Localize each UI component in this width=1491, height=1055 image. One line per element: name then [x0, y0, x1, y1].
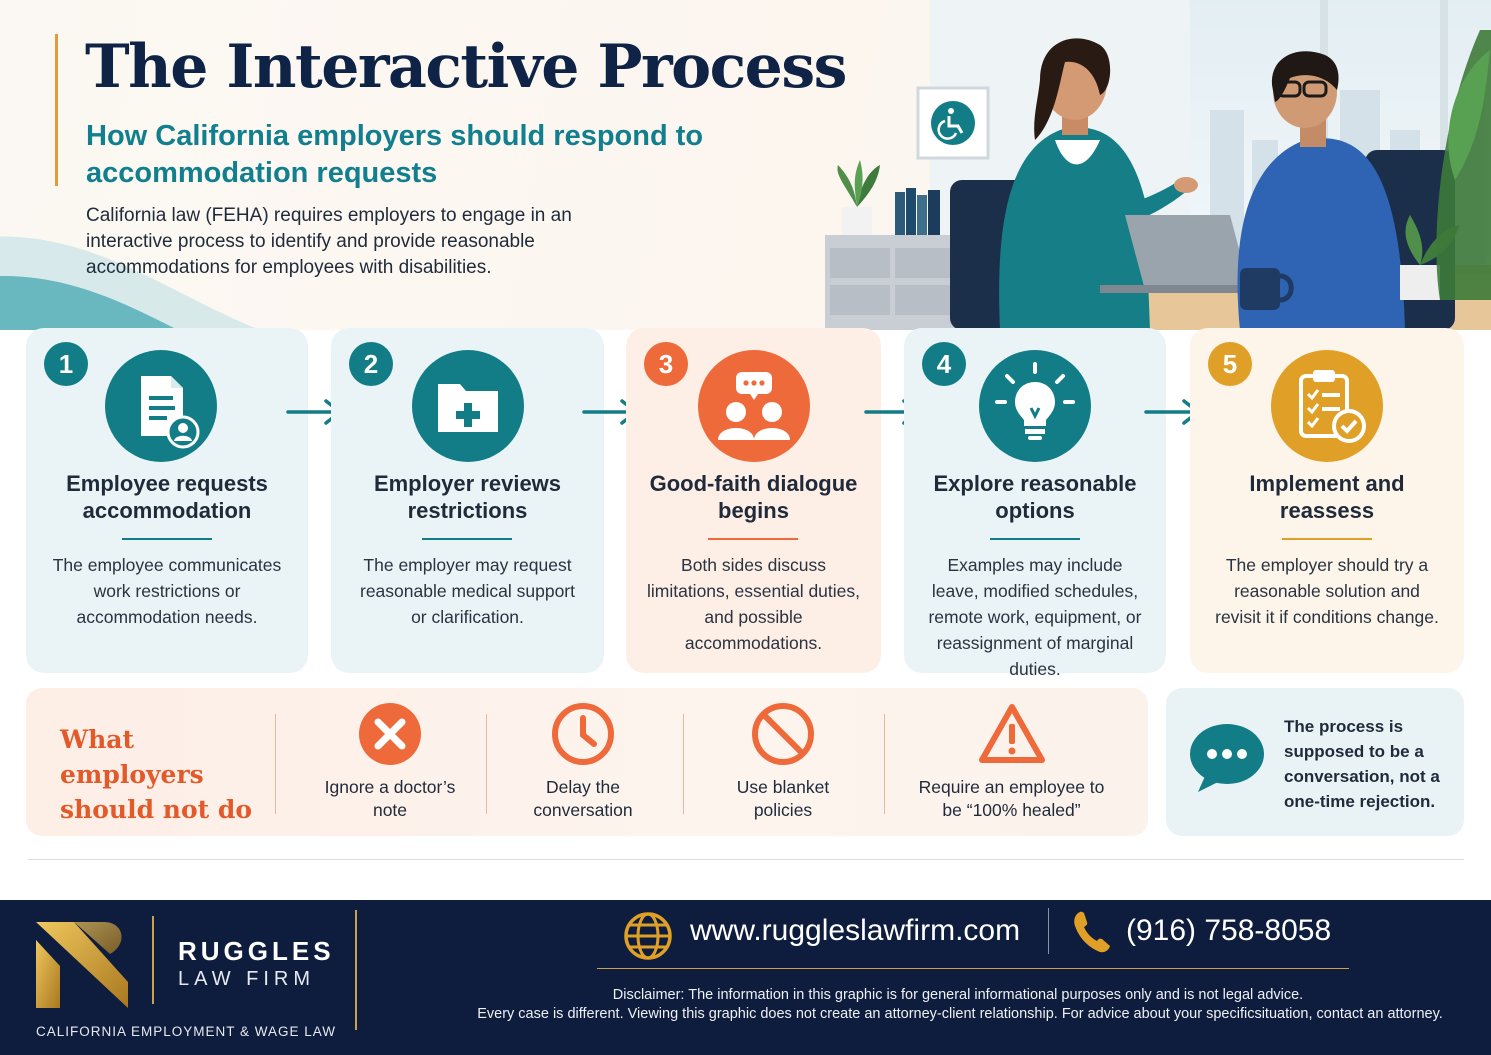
divider [1048, 908, 1049, 954]
divider [597, 968, 1349, 969]
step-description: Both sides discuss limitations, essentia… [646, 555, 861, 653]
intro-text: California law (FEHA) requires employers… [86, 205, 572, 278]
divider [28, 859, 1464, 860]
brand-subtitle: LAW FIRM [178, 968, 316, 990]
page-title: The Interactive Process [85, 32, 847, 102]
step-title: Employee requests accommodation [66, 471, 268, 523]
divider [422, 538, 512, 540]
divider [275, 714, 276, 814]
clock-icon [552, 703, 614, 765]
footer: RUGGLES LAW FIRM CALIFORNIA EMPLOYMENT &… [0, 900, 1491, 1055]
step-number-badge: 1 [44, 342, 88, 386]
divider [1282, 538, 1372, 540]
ruggles-logo-icon [36, 922, 128, 1008]
divider [683, 714, 684, 814]
employer-donts-panel: What employers should not do Ignore a do… [26, 688, 1148, 836]
donts-heading: What employers should not do [60, 725, 253, 824]
dont-label: Delay the conversation [533, 777, 633, 820]
phone-link[interactable]: (916) 758-8058 [1126, 914, 1332, 947]
warning-icon [978, 704, 1045, 763]
step-description: Examples may include leave, modified sch… [928, 555, 1142, 679]
step-card-1: 1 Employee requests accommodation The em… [26, 328, 308, 673]
step-description: The employer should try a reasonable sol… [1215, 555, 1439, 627]
dont-item: Require an employee to be “100% healed” [914, 702, 1109, 822]
step-card-2: 2 Employer reviews restrictions The empl… [331, 328, 604, 673]
conversation-note: The process is supposed to be a conversa… [1166, 688, 1464, 836]
divider [990, 538, 1080, 540]
page-subtitle: How California employers should respond … [86, 120, 704, 189]
dont-item: Ignore a doctor’s note [316, 702, 464, 822]
note-text: The process is supposed to be a conversa… [1284, 717, 1440, 811]
brand-tagline: CALIFORNIA EMPLOYMENT & WAGE LAW [36, 1024, 337, 1039]
step-title: Good-faith dialogue begins [649, 471, 858, 523]
dont-label: Require an employee to be “100% healed” [918, 777, 1105, 820]
step-number-badge: 2 [349, 342, 393, 386]
phone-icon [1074, 911, 1110, 953]
people-dialogue-icon [698, 350, 810, 462]
accent-bar [55, 34, 58, 186]
divider [122, 538, 212, 540]
office-meeting-illustration [825, 0, 1491, 330]
divider [884, 714, 885, 814]
disclaimer-line-2: Every case is different. Viewing this gr… [477, 1006, 1443, 1022]
step-card-3: 3 Good-faith dialogue begins Both sides … [626, 328, 881, 673]
step-description: The employer may request reasonable medi… [360, 555, 575, 627]
divider [355, 910, 357, 1030]
dont-item: Use blanket policies [708, 702, 858, 822]
step-card-4: 4 Explore reasonable options Examples ma… [904, 328, 1166, 679]
x-circle-icon [359, 703, 421, 765]
step-title: Implement and reassess [1249, 471, 1405, 523]
decorative-wave [0, 236, 260, 330]
step-number-badge: 4 [922, 342, 966, 386]
step-number-badge: 5 [1208, 342, 1252, 386]
lightbulb-icon [979, 350, 1091, 462]
dont-label: Use blanket policies [736, 777, 830, 820]
step-description: The employee communicates work restricti… [52, 555, 282, 627]
checklist-icon [1271, 350, 1383, 462]
website-link[interactable]: www.ruggleslawfirm.com [690, 914, 1021, 947]
document-user-icon [105, 350, 217, 462]
prohibited-icon [752, 703, 814, 765]
divider [152, 916, 154, 1004]
dont-label: Ignore a doctor’s note [324, 777, 456, 820]
hero-section: The Interactive Process How California e… [0, 0, 1491, 330]
chat-bubble-icon [1190, 724, 1264, 792]
globe-icon [624, 912, 672, 960]
step-number-badge: 3 [644, 342, 688, 386]
brand-name: RUGGLES [178, 936, 335, 966]
step-card-5: 5 Implement and reassess The employer sh… [1190, 328, 1464, 673]
dont-item: Delay the conversation [508, 702, 658, 822]
step-title: Explore reasonable options [933, 471, 1137, 523]
medical-folder-icon [412, 350, 524, 462]
disclaimer-line-1: Disclaimer: The information in this grap… [612, 987, 1304, 1003]
divider [708, 538, 798, 540]
process-steps: 1 Employee requests accommodation The em… [0, 320, 1491, 680]
step-title: Employer reviews restrictions [373, 471, 562, 523]
divider [486, 714, 487, 814]
